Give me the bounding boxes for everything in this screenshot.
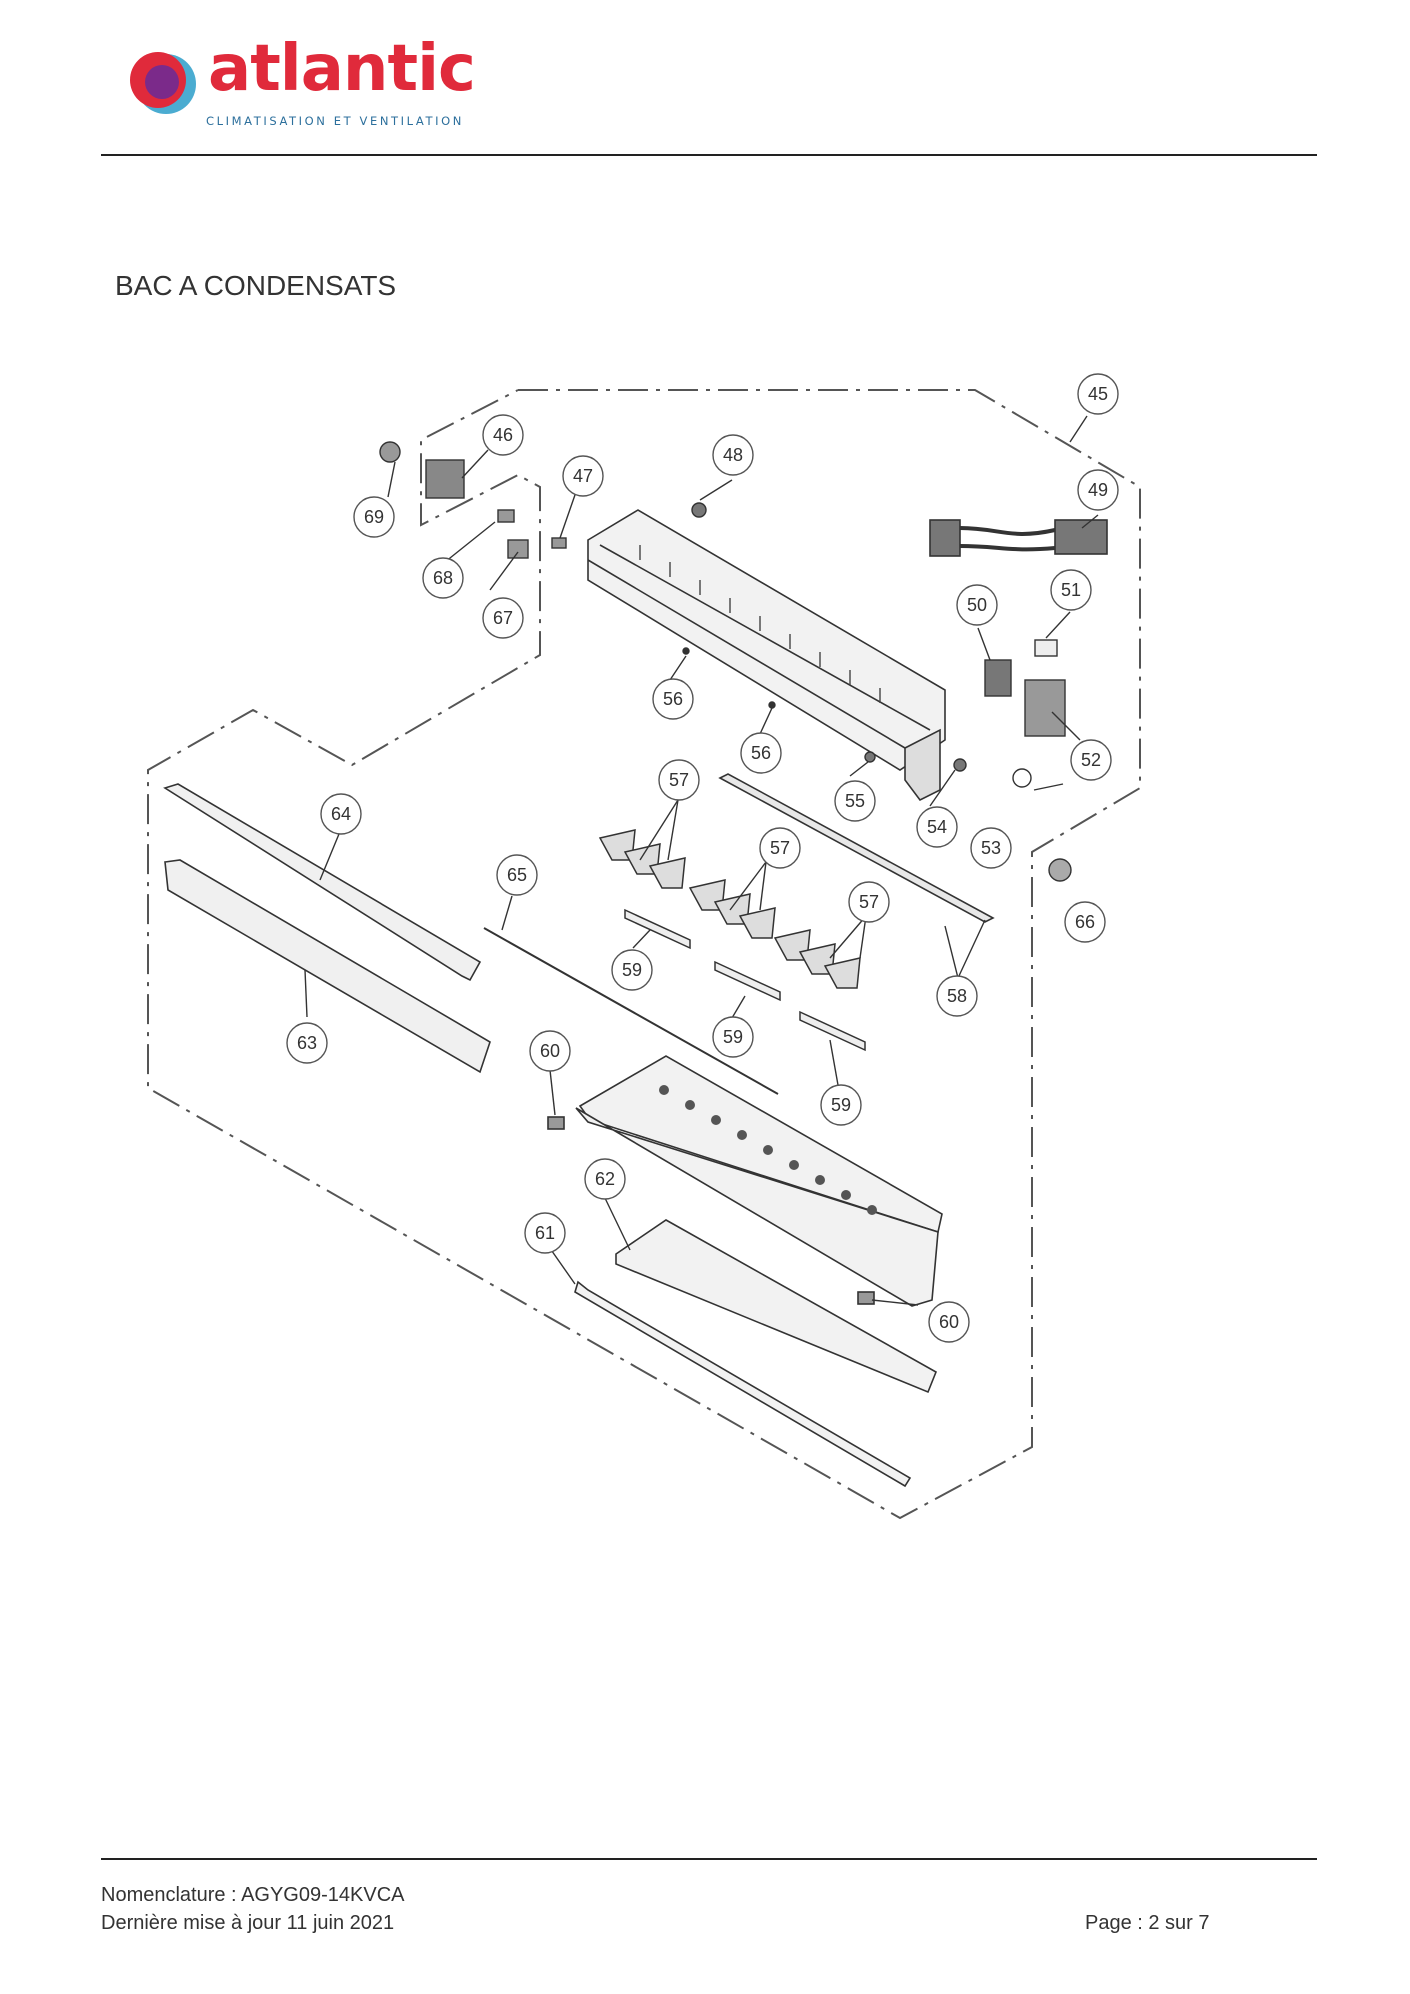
drain-pan-frame bbox=[587, 509, 946, 802]
footer-page-number: Page : 2 sur 7 bbox=[1085, 1912, 1210, 1934]
section-title: BAC A CONDENSATS bbox=[115, 270, 397, 301]
callout-66: 66 bbox=[1075, 912, 1095, 932]
louver-rail bbox=[718, 773, 995, 923]
callout-46: 46 bbox=[493, 425, 513, 445]
louver-fins bbox=[598, 829, 861, 989]
pan-ribs bbox=[639, 545, 881, 703]
brand-tagline: CLIMATISATION ET VENTILATION bbox=[206, 114, 464, 128]
callout-60b: 60 bbox=[939, 1312, 959, 1332]
leader-lines bbox=[304, 415, 1099, 1306]
callout-64: 64 bbox=[331, 804, 351, 824]
callout-60a: 60 bbox=[540, 1041, 560, 1061]
callout-54: 54 bbox=[927, 817, 947, 837]
callout-56a: 56 bbox=[663, 689, 683, 709]
callout-52: 52 bbox=[1081, 750, 1101, 770]
callout-61: 61 bbox=[535, 1223, 555, 1243]
callout-45: 45 bbox=[1088, 384, 1108, 404]
callout-55: 55 bbox=[845, 791, 865, 811]
callout-57b: 57 bbox=[770, 838, 790, 858]
callout-67: 67 bbox=[493, 608, 513, 628]
lower-tray bbox=[547, 1055, 943, 1488]
callout-68: 68 bbox=[433, 568, 453, 588]
footer-updated: Dernière mise à jour 11 juin 2021 bbox=[101, 1912, 395, 1934]
footer-rule bbox=[101, 1858, 1317, 1860]
tray-holes bbox=[659, 1085, 877, 1215]
brand-name: atlantic bbox=[208, 32, 476, 106]
louver-brackets bbox=[624, 908, 866, 1052]
callout-58: 58 bbox=[947, 986, 967, 1006]
callout-circles bbox=[286, 373, 1119, 1343]
front-panels bbox=[163, 783, 491, 1074]
callout-63: 63 bbox=[297, 1033, 317, 1053]
small-parts bbox=[379, 441, 1072, 882]
assembly-boundary bbox=[147, 389, 1141, 1520]
callout-57c: 57 bbox=[859, 892, 879, 912]
callout-47: 47 bbox=[573, 466, 593, 486]
callout-56b: 56 bbox=[751, 743, 771, 763]
callout-69: 69 bbox=[364, 507, 384, 527]
callout-labels: 45 46 47 48 49 50 51 52 53 54 55 56 56 5… bbox=[297, 384, 1108, 1332]
footer-nomenclature: Nomenclature : AGYG09-14KVCA bbox=[101, 1884, 405, 1906]
callout-49: 49 bbox=[1088, 480, 1108, 500]
callout-59a: 59 bbox=[622, 960, 642, 980]
callout-51: 51 bbox=[1061, 580, 1081, 600]
connecting-rod bbox=[483, 927, 779, 1095]
callout-59c: 59 bbox=[831, 1095, 851, 1115]
callout-50: 50 bbox=[967, 595, 987, 615]
header-rule bbox=[101, 154, 1317, 156]
callout-53: 53 bbox=[981, 838, 1001, 858]
callout-57a: 57 bbox=[669, 770, 689, 790]
wire-harness bbox=[929, 519, 1108, 557]
callout-48: 48 bbox=[723, 445, 743, 465]
logo-mark-icon bbox=[130, 52, 196, 114]
brand-logo: atlantic CLIMATISATION ET VENTILATION bbox=[120, 32, 500, 134]
callout-62: 62 bbox=[595, 1169, 615, 1189]
callout-65: 65 bbox=[507, 865, 527, 885]
callout-59b: 59 bbox=[723, 1027, 743, 1047]
